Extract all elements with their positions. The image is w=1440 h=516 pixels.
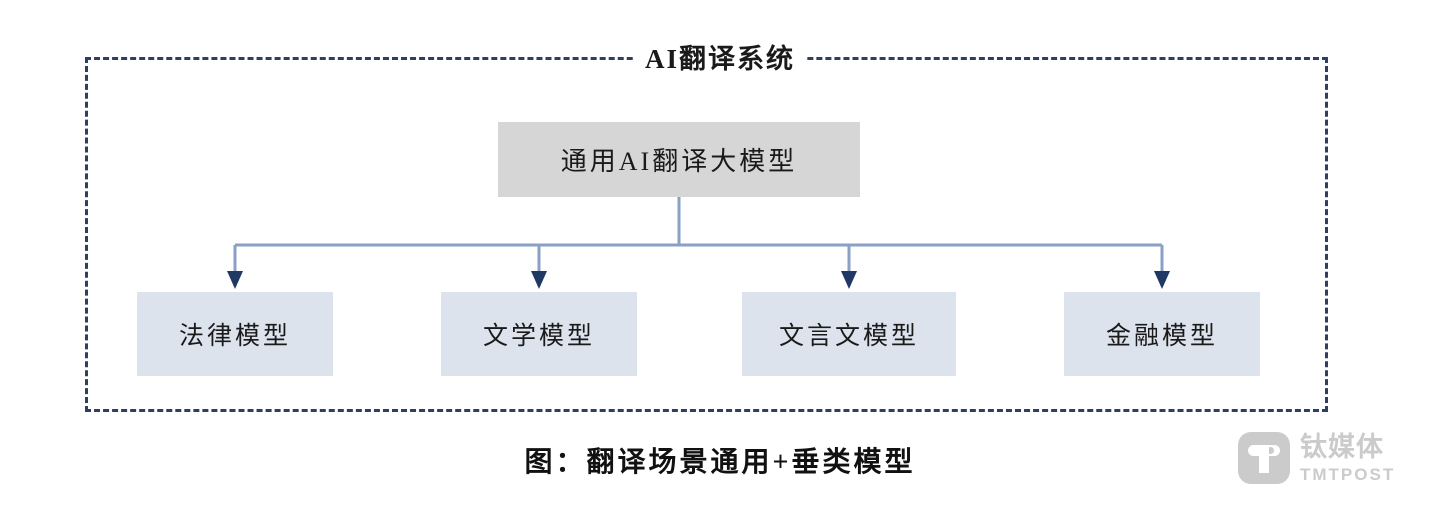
- leaf-node-finance-model: 金融模型: [1064, 292, 1260, 376]
- watermark-text: 钛媒体 TMTPOST: [1300, 431, 1396, 484]
- root-node-general-ai-translation-model: 通用AI翻译大模型: [498, 122, 860, 197]
- tmtpost-logo-dot-icon: [1267, 447, 1274, 454]
- tmtpost-logo-icon: [1238, 432, 1290, 484]
- watermark-name-cn: 钛媒体: [1300, 431, 1384, 462]
- figure-caption: 图：翻译场景通用+垂类模型: [524, 447, 916, 478]
- leaf-node-legal-model: 法律模型: [137, 292, 333, 376]
- watermark-name-en: TMTPOST: [1300, 464, 1396, 484]
- leaf-node-literature-model: 文学模型: [441, 292, 637, 376]
- leaf-node-classical-chinese-model: 文言文模型: [742, 292, 956, 376]
- watermark: 钛媒体 TMTPOST: [1238, 432, 1395, 484]
